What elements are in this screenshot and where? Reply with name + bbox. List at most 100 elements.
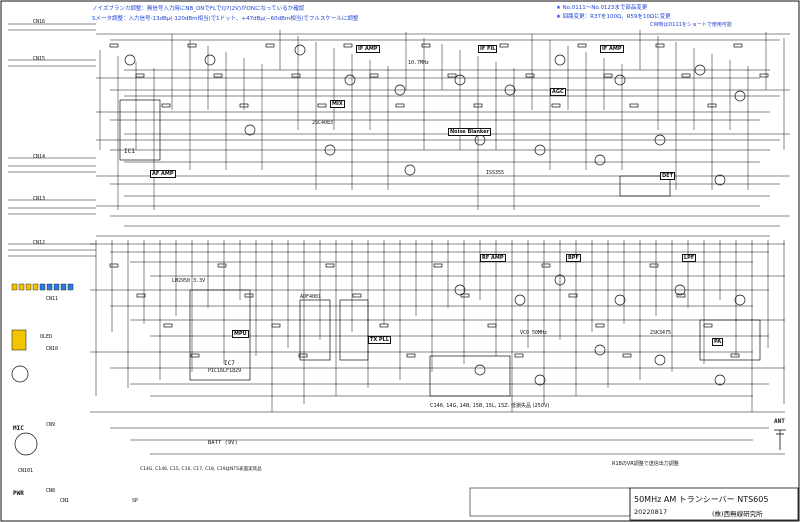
component-outline bbox=[707, 103, 717, 108]
component-outline bbox=[343, 43, 353, 48]
connector-cn13: CN13 bbox=[33, 196, 46, 202]
component-outline bbox=[681, 73, 691, 78]
component-outline bbox=[271, 323, 281, 328]
transistor-symbol bbox=[654, 134, 666, 146]
component-outline bbox=[487, 323, 497, 328]
label-pll-ic: ADF4001 bbox=[300, 294, 322, 300]
connector-cn9: CN9 bbox=[46, 422, 56, 428]
note-resistor: R18のVR調整で送信出力調整 bbox=[612, 461, 679, 467]
block-noise-blanker: Noise Blanker bbox=[448, 128, 491, 136]
block-af-amp: AF AMP bbox=[150, 170, 176, 178]
transistor-symbol bbox=[344, 74, 356, 86]
component-outline bbox=[649, 263, 659, 268]
transistor-symbol bbox=[734, 294, 746, 306]
label-q-pa: 2SK3475 bbox=[650, 330, 672, 336]
connector-cn12: CN12 bbox=[33, 240, 46, 246]
connector-cn1: CN1 bbox=[60, 498, 70, 504]
note-filter: C146, 14G, 14B, 15B, 15L, 15Z: 低損失品 (250… bbox=[430, 403, 550, 409]
component-outline bbox=[499, 43, 509, 48]
led-indicator bbox=[60, 283, 67, 291]
led-indicator bbox=[39, 283, 46, 291]
label-ic7: IC7 bbox=[224, 360, 235, 367]
component-outline bbox=[136, 293, 146, 298]
transistor-symbol bbox=[554, 274, 566, 286]
component-outline bbox=[213, 73, 223, 78]
block-pa: PA bbox=[712, 338, 724, 346]
connector-ant: ANT bbox=[774, 418, 785, 425]
seven-segment-display bbox=[11, 329, 27, 351]
component-outline bbox=[239, 103, 249, 108]
component-outline bbox=[379, 323, 389, 328]
connector-cn11: CN11 bbox=[46, 296, 59, 302]
ic7-outline bbox=[189, 289, 251, 381]
component-outline bbox=[514, 353, 524, 358]
component-outline bbox=[541, 263, 551, 268]
led-indicator bbox=[25, 283, 32, 291]
connector-cn16: CN16 bbox=[33, 19, 46, 25]
component-outline bbox=[460, 293, 470, 298]
note-nb-adjust: ノイズブランカ調整：無信号入力時にNB_ONでFLでQ7(2V)がONになってい… bbox=[92, 6, 305, 12]
transistor-symbol bbox=[714, 174, 726, 186]
connector-pwr: PWR bbox=[13, 490, 24, 497]
component-outline bbox=[135, 73, 145, 78]
connector-cn14: CN14 bbox=[33, 154, 46, 160]
component-outline bbox=[265, 43, 275, 48]
led-indicator bbox=[11, 283, 18, 291]
connector-batt: BATT (9V) bbox=[208, 440, 238, 446]
ic-outline bbox=[429, 355, 511, 397]
note-smeter-adjust: Sメータ調整：入力信号-13dBμ(-120dBm相当)で1ドット、+47dBμ… bbox=[92, 16, 359, 22]
pll-outline bbox=[299, 299, 331, 361]
transistor-symbol bbox=[654, 354, 666, 366]
transistor-symbol bbox=[514, 294, 526, 306]
connector-cn10: CN10 bbox=[46, 346, 59, 352]
block-mpu: MPU bbox=[232, 330, 249, 338]
led-indicator bbox=[53, 283, 60, 291]
title-product: 50MHz AM トランシーバー NTS605 bbox=[634, 495, 769, 504]
component-outline bbox=[190, 353, 200, 358]
transistor-symbol bbox=[474, 364, 486, 376]
component-outline bbox=[161, 103, 171, 108]
component-outline bbox=[473, 103, 483, 108]
ic1-outline bbox=[119, 99, 161, 161]
transistor-symbol bbox=[404, 164, 416, 176]
component-outline bbox=[109, 263, 119, 268]
parts-table bbox=[469, 487, 631, 517]
transistor-symbol bbox=[614, 294, 626, 306]
transistor-symbol bbox=[244, 124, 256, 136]
block-if-amp-2: IF AMP bbox=[600, 45, 624, 53]
component-outline bbox=[187, 43, 197, 48]
connector-cn15: CN15 bbox=[33, 56, 46, 62]
transistor-symbol bbox=[554, 54, 566, 66]
transistor-symbol bbox=[534, 144, 546, 156]
ic-outline bbox=[619, 175, 671, 197]
ic-outline bbox=[339, 299, 369, 361]
component-outline bbox=[447, 73, 457, 78]
note-revision-2: ★ 回路変更：R37を100Ω、R59を10Ωに変更 bbox=[556, 14, 671, 20]
label-ic-sw: ISS355 bbox=[486, 170, 505, 176]
component-outline bbox=[325, 263, 335, 268]
component-outline bbox=[109, 43, 119, 48]
component-outline bbox=[730, 353, 740, 358]
mic-connector-icon bbox=[14, 432, 38, 456]
transistor-symbol bbox=[614, 74, 626, 86]
block-rf-amp: RF AMP bbox=[480, 254, 506, 262]
rotary-encoder-icon bbox=[11, 365, 29, 383]
block-if-amp-1: IF AMP bbox=[356, 45, 380, 53]
component-outline bbox=[703, 323, 713, 328]
transistor-symbol bbox=[204, 54, 216, 66]
transistor-symbol bbox=[324, 144, 336, 156]
transistor-symbol bbox=[714, 374, 726, 386]
component-outline bbox=[298, 353, 308, 358]
title-company: (株)西無線研究所 bbox=[712, 510, 763, 518]
component-outline bbox=[655, 43, 665, 48]
transistor-symbol bbox=[454, 284, 466, 296]
transistor-symbol bbox=[504, 84, 516, 96]
component-outline bbox=[551, 103, 561, 108]
transistor-symbol bbox=[734, 90, 746, 102]
component-outline bbox=[759, 73, 769, 78]
component-outline bbox=[733, 43, 743, 48]
led-indicator bbox=[18, 283, 25, 291]
component-outline bbox=[595, 323, 605, 328]
component-outline bbox=[577, 43, 587, 48]
